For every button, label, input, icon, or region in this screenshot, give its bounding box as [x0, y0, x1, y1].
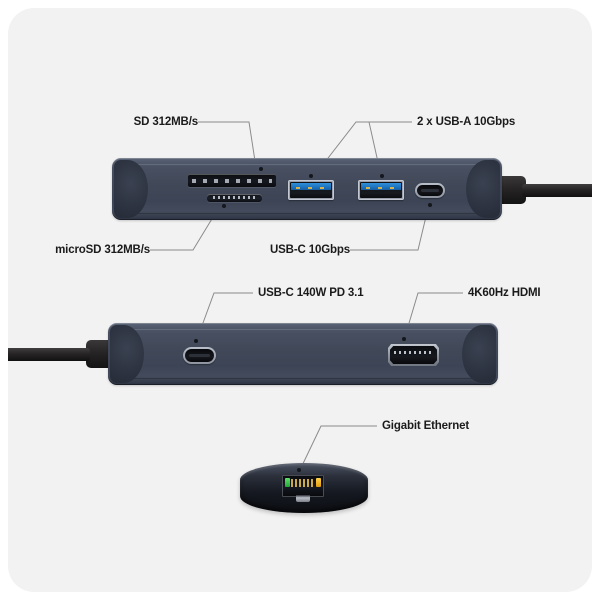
ethernet-port	[282, 475, 324, 502]
label-usb-c-power: USB-C 140W PD 3.1	[258, 287, 364, 299]
callout-dot-usb-a-2	[380, 174, 384, 178]
label-usb-a: 2 x USB-A 10Gbps	[417, 116, 516, 128]
diagram-stage: SD 312MB/s 2 x USB-A 10Gbps microSD 312M…	[8, 8, 592, 592]
microsd-card-slot	[207, 194, 262, 202]
callout-dot-ethernet	[297, 468, 301, 472]
cable-left	[8, 340, 120, 368]
usb-a-tongue-2	[361, 183, 401, 191]
callout-dot-usb-c-data	[428, 203, 432, 207]
usb-c-data-port	[415, 183, 445, 198]
rj45-contacts	[291, 478, 315, 488]
usb-a-cavity-1	[290, 182, 332, 198]
sd-contacts	[192, 178, 272, 184]
hdmi-cavity	[390, 346, 437, 364]
label-hdmi: 4K60Hz HDMI	[468, 287, 541, 299]
ethernet-led-green	[284, 478, 290, 488]
hub-front-face	[112, 158, 502, 220]
hub-front-endcap-right	[466, 160, 500, 218]
cable-right	[492, 176, 592, 204]
callout-dot-hdmi	[402, 337, 406, 341]
usb-a-port-1	[288, 180, 334, 200]
callout-dot-sd	[259, 167, 263, 171]
ethernet-led-amber	[316, 478, 322, 488]
cable-wire-2	[8, 347, 90, 361]
sd-card-slot	[188, 174, 276, 187]
usb-c-data-cavity	[417, 185, 443, 196]
hub-rear-endcap-left	[110, 325, 144, 383]
hub-rear-body	[108, 323, 498, 385]
label-sd: SD 312MB/s	[133, 116, 198, 128]
usb-c-power-cavity	[185, 349, 214, 362]
label-microsd: microSD 312MB/s	[55, 244, 150, 256]
hdmi-port	[388, 344, 439, 366]
label-ethernet: Gigabit Ethernet	[382, 420, 470, 432]
callout-dot-usb-a-1	[309, 174, 313, 178]
cable-wire	[522, 183, 592, 197]
label-usb-c-data: USB-C 10Gbps	[270, 244, 350, 256]
rj45-notch	[296, 495, 310, 502]
usb-a-tongue-1	[291, 183, 331, 191]
hub-front-endcap-left	[114, 160, 148, 218]
microsd-contacts	[212, 196, 257, 200]
callout-dot-usb-c-power	[194, 339, 198, 343]
usb-c-power-port	[183, 347, 216, 364]
hub-rear-endcap-right	[462, 325, 496, 383]
usb-a-cavity-2	[360, 182, 402, 198]
usb-a-port-2	[358, 180, 404, 200]
hub-rear-face	[108, 323, 498, 385]
hub-end-cap	[240, 463, 368, 513]
callout-dot-microsd	[222, 204, 226, 208]
product-diagram-card: SD 312MB/s 2 x USB-A 10Gbps microSD 312M…	[8, 8, 592, 592]
